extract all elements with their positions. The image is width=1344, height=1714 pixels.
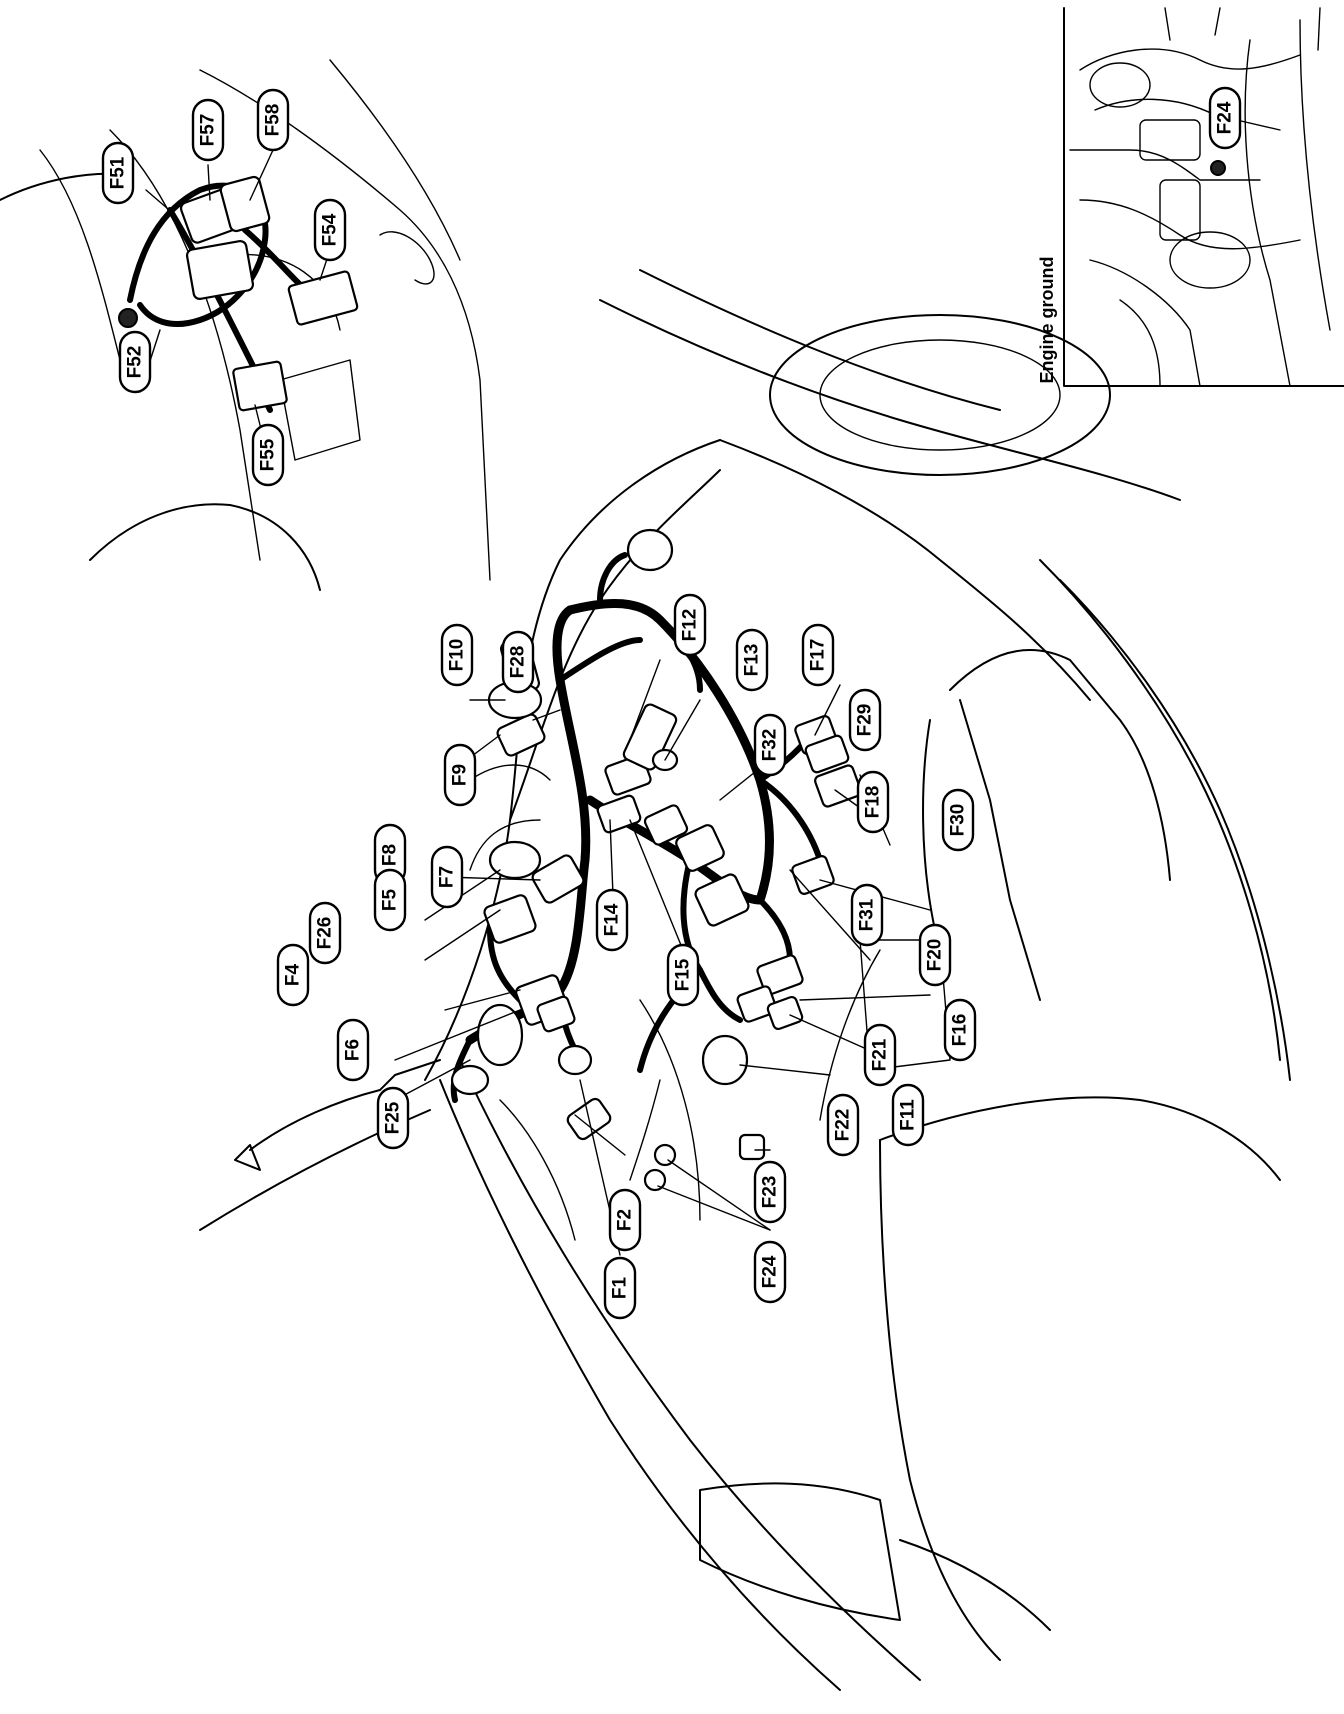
callout-label: F7 (437, 866, 458, 888)
callout-f18: F18 (856, 770, 890, 834)
callout-f17: F17 (801, 623, 835, 687)
callout-label: F14 (602, 903, 623, 936)
callout-f32: F32 (753, 713, 787, 777)
callout-f15: F15 (666, 943, 700, 1007)
callout-f54: F54 (313, 198, 347, 262)
callout-f52: F52 (118, 330, 152, 394)
callout-label: F57 (198, 114, 219, 147)
interior-connector-inset (0, 59, 491, 591)
callout-f24-inset: F24 (1208, 86, 1242, 150)
callout-label: F54 (320, 213, 341, 246)
callout-label: F17 (808, 639, 829, 672)
connector-bodies (450, 528, 862, 1192)
callout-f22: F22 (826, 1093, 860, 1157)
callout-f25: F25 (376, 1086, 410, 1150)
callout-f13: F13 (735, 628, 769, 692)
callout-f21: F21 (863, 1023, 897, 1087)
callout-f30: F30 (941, 788, 975, 852)
callout-label: F30 (948, 804, 969, 837)
callout-f11: F11 (891, 1083, 925, 1147)
callout-label: F2 (615, 1209, 636, 1231)
callout-f55: F55 (251, 423, 285, 487)
callout-label: F5 (380, 888, 401, 911)
callout-label: F51 (108, 156, 129, 189)
callout-f7: F7 (430, 845, 464, 909)
callout-label: F28 (508, 646, 529, 679)
callout-f26: F26 (308, 901, 342, 965)
callout-label: F24 (760, 1255, 781, 1288)
callout-f6: F6 (336, 1018, 370, 1082)
callout-f4: F4 (276, 943, 310, 1007)
callout-label: F8 (380, 844, 401, 866)
callout-label: F16 (950, 1014, 971, 1047)
callout-label: F31 (857, 898, 878, 931)
callout-f51: F51 (101, 141, 135, 205)
callout-label: F20 (925, 939, 946, 972)
callout-label: F52 (125, 346, 146, 379)
callout-label: F29 (855, 704, 876, 737)
callout-label: F26 (315, 917, 336, 950)
callout-f5: F5 (373, 868, 407, 932)
callout-label: F22 (833, 1109, 854, 1142)
callout-f24: F24 (753, 1240, 787, 1304)
callout-label: F10 (447, 639, 468, 672)
callout-label: F4 (283, 963, 304, 986)
callout-label: F6 (343, 1039, 364, 1061)
callout-f8: F8 (373, 823, 407, 887)
callout-label: F1 (610, 1276, 631, 1299)
callout-f57: F57 (191, 98, 225, 162)
callout-label: F23 (760, 1176, 781, 1209)
callout-f2: F2 (608, 1188, 642, 1252)
callout-f58: F58 (256, 88, 290, 152)
callout-f20: F20 (918, 923, 952, 987)
callout-f28: F28 (501, 630, 535, 694)
callout-label: F9 (450, 764, 471, 786)
callout-f1: F1 (603, 1256, 637, 1320)
callout-f16: F16 (943, 998, 977, 1062)
callout-f29: F29 (848, 688, 882, 752)
callout-label: F12 (680, 609, 701, 642)
callout-f12: F12 (673, 593, 707, 657)
car-body-outline (199, 269, 1291, 1691)
callout-f9: F9 (443, 743, 477, 807)
callout-label: F55 (258, 438, 279, 471)
callout-label: F18 (863, 786, 884, 819)
callout-label: F11 (898, 1099, 919, 1131)
callout-f10: F10 (440, 623, 474, 687)
callout-label: F58 (263, 104, 284, 137)
callout-label: F25 (383, 1101, 404, 1134)
callout-label: F13 (742, 644, 763, 677)
inset-caption-group: Engine ground (1037, 257, 1057, 384)
callout-label: F15 (673, 958, 694, 991)
callout-label: F32 (760, 729, 781, 762)
callout-label: F24 (1215, 101, 1236, 134)
callout-label: F21 (870, 1038, 891, 1071)
callout-f23: F23 (753, 1160, 787, 1224)
callout-f31: F31 (850, 883, 884, 947)
inset-caption: Engine ground (1037, 257, 1057, 384)
engine-ground-inset (1063, 7, 1344, 387)
callout-f14: F14 (595, 888, 629, 952)
